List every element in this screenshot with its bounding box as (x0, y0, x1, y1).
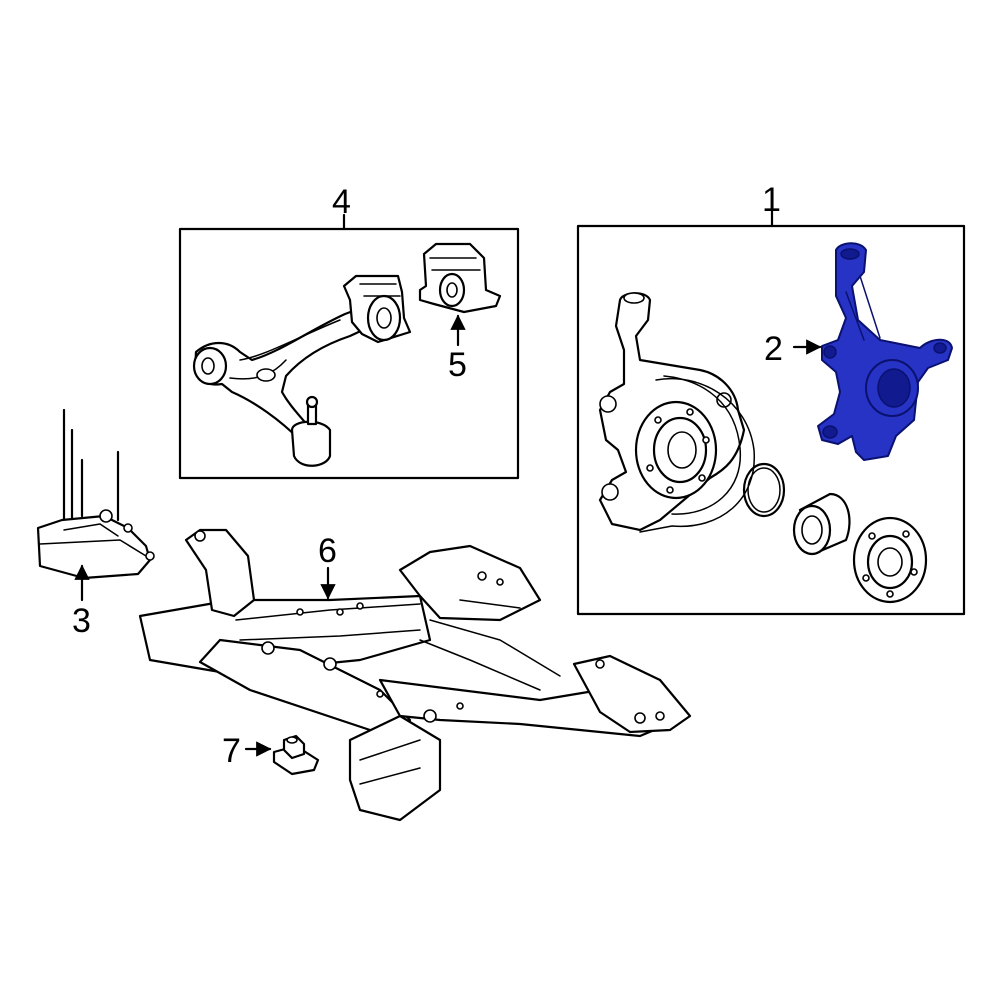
knuckle-assembly-group: 1 (576, 181, 966, 616)
wheel-bearing[interactable] (792, 492, 851, 556)
subframe[interactable] (138, 528, 692, 822)
steering-knuckle-highlighted[interactable] (817, 242, 953, 461)
callout-5[interactable]: 5 (448, 346, 467, 384)
callout-2[interactable]: 2 (764, 330, 783, 368)
mount-bracket[interactable] (36, 408, 155, 580)
callout-1[interactable]: 1 (762, 181, 781, 219)
lower-control-arm[interactable] (192, 274, 412, 467)
callout-3[interactable]: 3 (72, 602, 91, 640)
control-arm-group: 4 5 (178, 183, 520, 480)
snap-ring[interactable] (742, 462, 786, 518)
callout-6[interactable]: 6 (318, 532, 337, 570)
control-arm-bushing[interactable] (418, 242, 502, 314)
wheel-hub[interactable] (852, 516, 928, 604)
cage-nut[interactable] (272, 734, 320, 776)
steering-knuckle-assembly[interactable] (598, 292, 755, 533)
callout-7[interactable]: 7 (222, 732, 241, 770)
callout-4[interactable]: 4 (332, 183, 351, 221)
control-arm-box (178, 227, 520, 480)
